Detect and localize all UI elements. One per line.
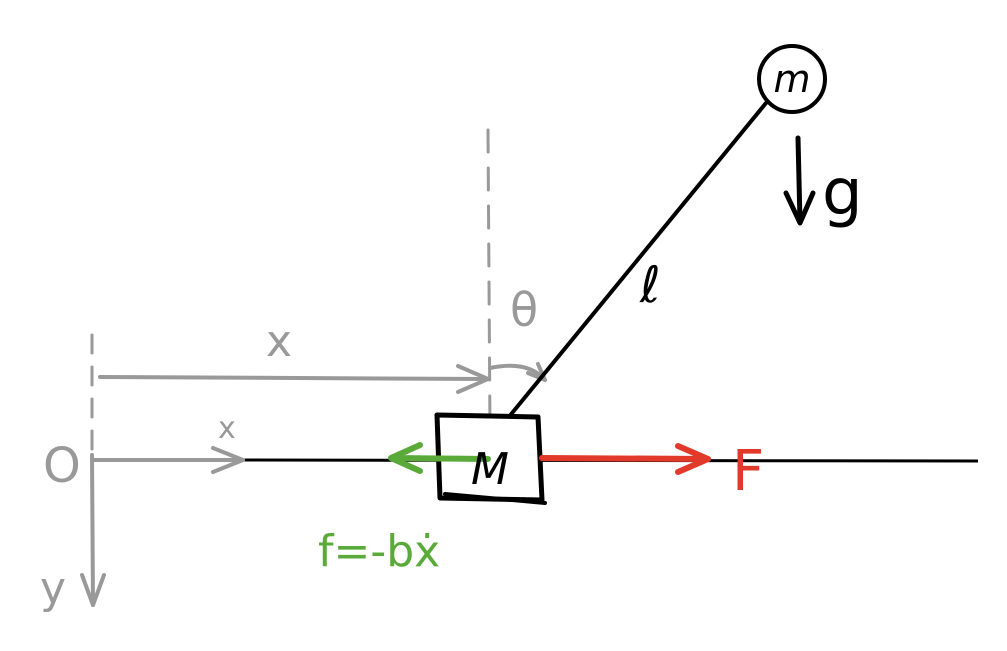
pendulum-rod xyxy=(488,101,768,442)
origin-label: O xyxy=(43,438,81,494)
x-distance-arrow xyxy=(98,375,490,381)
cart-mass-label: M xyxy=(471,444,509,495)
length-label: ℓ xyxy=(639,256,661,314)
friction-arrow xyxy=(390,455,491,462)
x-axis-label: x xyxy=(218,411,236,446)
pivot-dashed-line xyxy=(486,128,492,432)
y-axis-label: y xyxy=(40,563,66,614)
y-axis-arrowhead xyxy=(80,573,106,607)
friction-label: f=-bẋ xyxy=(318,526,440,577)
friction-arrowhead xyxy=(388,442,423,474)
cart-box-shadow-edge xyxy=(443,492,547,505)
force-arrow xyxy=(539,455,711,462)
theta-arc-arrowhead xyxy=(526,362,547,382)
gravity-label: g xyxy=(822,156,863,230)
pendulum-bob xyxy=(757,44,827,114)
gravity-arrow xyxy=(795,135,803,225)
x-distance-label: x xyxy=(266,316,292,367)
pendulum-mass-label: m xyxy=(773,57,810,101)
theta-label: θ xyxy=(510,283,538,337)
x-distance-arrowhead xyxy=(456,364,490,394)
x-axis-arrowhead xyxy=(211,446,245,474)
force-arrowhead xyxy=(675,443,711,475)
y-axis-line xyxy=(90,453,95,607)
gravity-arrowhead xyxy=(783,190,816,226)
force-label: F xyxy=(732,439,764,504)
